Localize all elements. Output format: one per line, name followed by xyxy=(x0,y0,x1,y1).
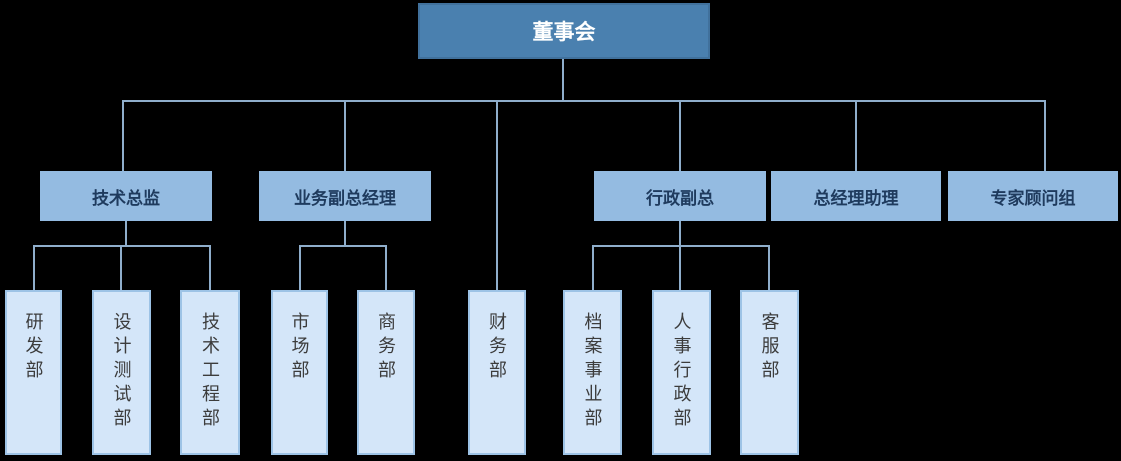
connector-drop-marketing-dept xyxy=(299,245,301,290)
node-rd-dept-label: 研发部 xyxy=(23,312,44,384)
connector-drop-gm-assistant xyxy=(855,100,857,171)
node-design-testing-dept-label: 设计测试部 xyxy=(111,312,132,432)
connector-admin-bus xyxy=(592,245,770,247)
connector-drop-rd-dept xyxy=(33,245,35,290)
node-customer-service-dept: 客服部 xyxy=(740,290,799,455)
connector-drop-finance-dept xyxy=(496,100,498,290)
node-hr-admin-dept: 人事行政部 xyxy=(652,290,711,455)
connector-drop-tech-engineering-dept xyxy=(209,245,211,290)
node-gm-assistant-label: 总经理助理 xyxy=(813,188,899,208)
node-board-label: 董事会 xyxy=(532,21,596,44)
connector-drop-business-dept xyxy=(385,245,387,290)
node-archives-dept-label: 档案事业部 xyxy=(582,312,603,432)
node-tech-engineering-dept: 技术工程部 xyxy=(180,290,240,455)
node-customer-service-dept-label: 客服部 xyxy=(759,312,780,384)
connector-tech-stem xyxy=(125,221,127,247)
connector-business-stem xyxy=(344,221,346,247)
node-finance-dept: 财务部 xyxy=(468,290,526,455)
node-expert-advisory-group: 专家顾问组 xyxy=(948,171,1118,221)
connector-business-bus xyxy=(299,245,387,247)
node-board-of-directors: 董事会 xyxy=(418,3,710,59)
connector-drop-admin-deputy xyxy=(679,100,681,171)
connector-tech-bus xyxy=(33,245,211,247)
node-business-dept-label: 商务部 xyxy=(376,312,396,384)
connector-drop-archives-dept xyxy=(592,245,594,290)
connector-drop-customer-service-dept xyxy=(768,245,770,290)
node-gm-assistant: 总经理助理 xyxy=(771,171,941,221)
node-business-dept: 商务部 xyxy=(357,290,415,455)
node-hr-admin-dept-label: 人事行政部 xyxy=(671,312,692,432)
connector-drop-design-testing-dept xyxy=(120,245,122,290)
node-marketing-dept-label: 市场部 xyxy=(289,312,310,384)
connector-root-stem xyxy=(562,59,564,102)
node-design-testing-dept: 设计测试部 xyxy=(92,290,151,455)
connector-top-bus xyxy=(122,100,1046,102)
connector-drop-business-deputy xyxy=(344,100,346,171)
connector-drop-expert-group xyxy=(1044,100,1046,171)
node-tech-director: 技术总监 xyxy=(40,171,212,221)
connector-drop-hr-admin-dept xyxy=(679,245,681,290)
node-business-deputy-gm: 业务副总经理 xyxy=(259,171,431,221)
node-admin-deputy-label: 行政副总 xyxy=(646,188,714,208)
node-finance-dept-label: 财务部 xyxy=(487,312,507,384)
node-tech-engineering-dept-label: 技术工程部 xyxy=(200,312,220,432)
node-archives-dept: 档案事业部 xyxy=(563,290,622,455)
connector-drop-tech-director xyxy=(122,100,124,171)
node-admin-deputy: 行政副总 xyxy=(594,171,766,221)
node-business-deputy-gm-label: 业务副总经理 xyxy=(294,188,396,208)
node-expert-advisory-group-label: 专家顾问组 xyxy=(990,188,1076,208)
node-tech-director-label: 技术总监 xyxy=(92,188,160,208)
node-marketing-dept: 市场部 xyxy=(271,290,328,455)
connector-admin-stem xyxy=(679,221,681,247)
node-rd-dept: 研发部 xyxy=(5,290,62,455)
